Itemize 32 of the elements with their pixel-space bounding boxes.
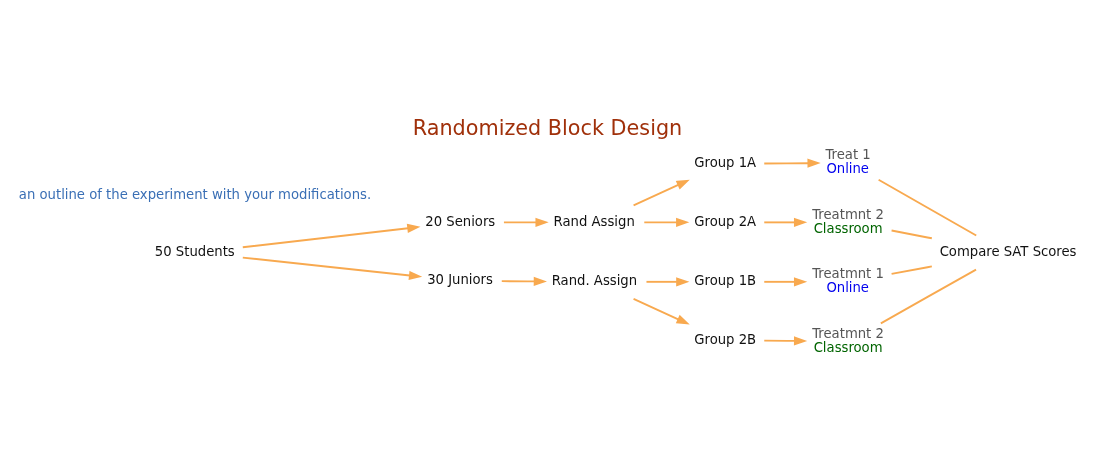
arrow [763, 336, 808, 346]
arrow [763, 158, 821, 168]
arrow [643, 217, 690, 227]
node-text: Treatmnt 1 Online [812, 266, 884, 296]
arrow [503, 217, 549, 227]
node-text: Group 2A [694, 213, 757, 229]
connector [890, 265, 933, 275]
connector [879, 268, 977, 325]
node-text: Group 1A [694, 155, 757, 171]
connector [890, 229, 933, 240]
node-text: Group 2B [694, 331, 757, 347]
node-text: Treatmnt 2 Classroom [812, 206, 884, 236]
node-text: 20 Seniors [425, 213, 496, 229]
node-text: Compare SAT Scores [939, 244, 1077, 260]
node-text: 50 Students [154, 244, 235, 260]
diagram-title: Randomized Block Design [412, 116, 683, 141]
label: an outline of the experiment with your modifications. [18, 186, 372, 202]
arrow [763, 277, 808, 287]
arrow [763, 217, 808, 227]
arrow [241, 223, 421, 249]
node-text: Group 1B [694, 273, 757, 289]
arrow [241, 256, 423, 281]
arrow [645, 277, 690, 287]
connector [877, 178, 978, 237]
arrow [500, 276, 547, 287]
arrow [632, 179, 690, 207]
arrow [632, 297, 690, 325]
node-text: Rand Assign [553, 213, 635, 229]
node-text: Treat 1 Online [825, 147, 871, 177]
node-text: Treatmnt 2 Classroom [812, 325, 884, 355]
node-text: Rand. Assign [551, 273, 638, 289]
node-text: 30 Juniors [427, 272, 493, 288]
